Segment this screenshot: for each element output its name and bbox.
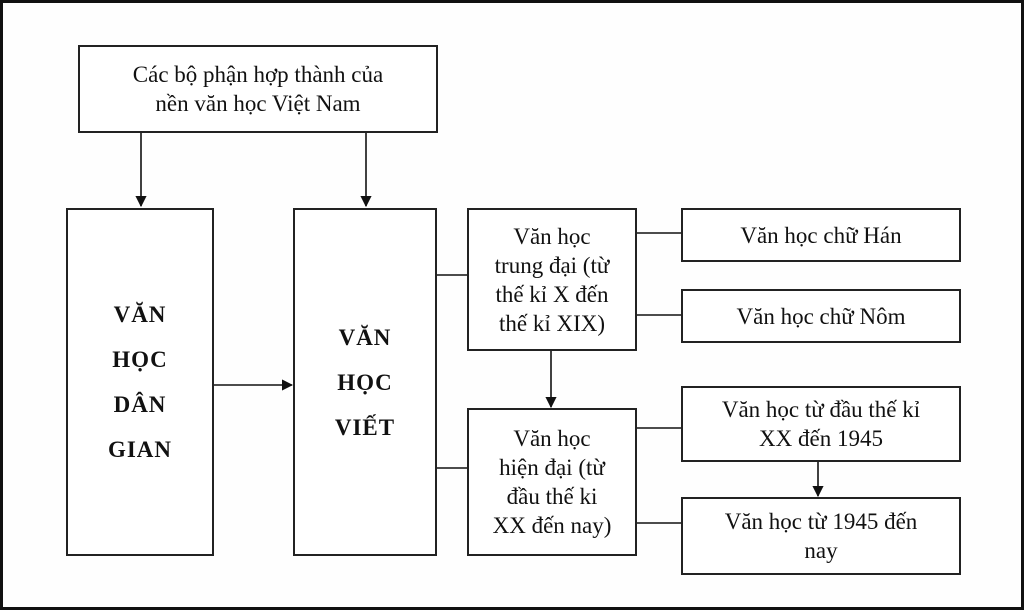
written-literature-box: VĂN HỌC VIẾT — [293, 208, 437, 556]
medieval-literature-box: Văn học trung đại (từ thế kỉ X đến thế k… — [467, 208, 637, 351]
early-modern-box: Văn học từ đầu thế kỉ XX đến 1945 — [681, 386, 961, 462]
folk-line-2: HỌC — [112, 347, 168, 372]
modern-line-1: Văn học — [513, 426, 591, 451]
early-line-2: XX đến 1945 — [759, 426, 883, 451]
root-box: Các bộ phận hợp thành của nền văn học Vi… — [78, 45, 438, 133]
written-line-1: VĂN — [338, 324, 392, 350]
modern-line-2: hiện đại (từ — [499, 455, 605, 480]
folk-literature-box: VĂN HỌC DÂN GIAN — [66, 208, 214, 556]
root-line-1: Các bộ phận hợp thành của — [132, 62, 384, 87]
medieval-line-2: trung đại (từ — [494, 252, 610, 278]
han-script-box: Văn học chữ Hán — [681, 208, 961, 262]
modern-line-3: đầu thế ki — [506, 484, 598, 509]
folk-line-1: VĂN — [113, 302, 167, 327]
written-line-3: VIẾT — [334, 414, 396, 440]
nom-script-box: Văn học chữ Nôm — [681, 289, 961, 343]
written-line-2: HỌC — [337, 369, 393, 395]
han-script-label: Văn học chữ Hán — [740, 222, 902, 248]
modern-line-4: XX đến nay) — [492, 513, 612, 538]
connector-layer — [135, 133, 824, 524]
nom-script-label: Văn học chữ Nôm — [736, 303, 906, 329]
late-line-2: nay — [804, 538, 838, 563]
late-line-1: Văn học từ 1945 đến — [724, 509, 918, 534]
medieval-line-4: thế kỉ XIX) — [498, 310, 605, 336]
root-line-2: nền văn học Việt Nam — [155, 91, 361, 116]
medieval-line-1: Văn học — [513, 223, 591, 249]
folk-line-3: DÂN — [113, 392, 167, 417]
early-line-1: Văn học từ đầu thế kỉ — [721, 397, 921, 422]
late-modern-box: Văn học từ 1945 đến nay — [681, 497, 961, 575]
medieval-line-3: thế kỉ X đến — [495, 281, 609, 307]
folk-line-4: GIAN — [107, 437, 173, 462]
modern-literature-box: Văn học hiện đại (từ đầu thế ki XX đến n… — [467, 408, 637, 556]
